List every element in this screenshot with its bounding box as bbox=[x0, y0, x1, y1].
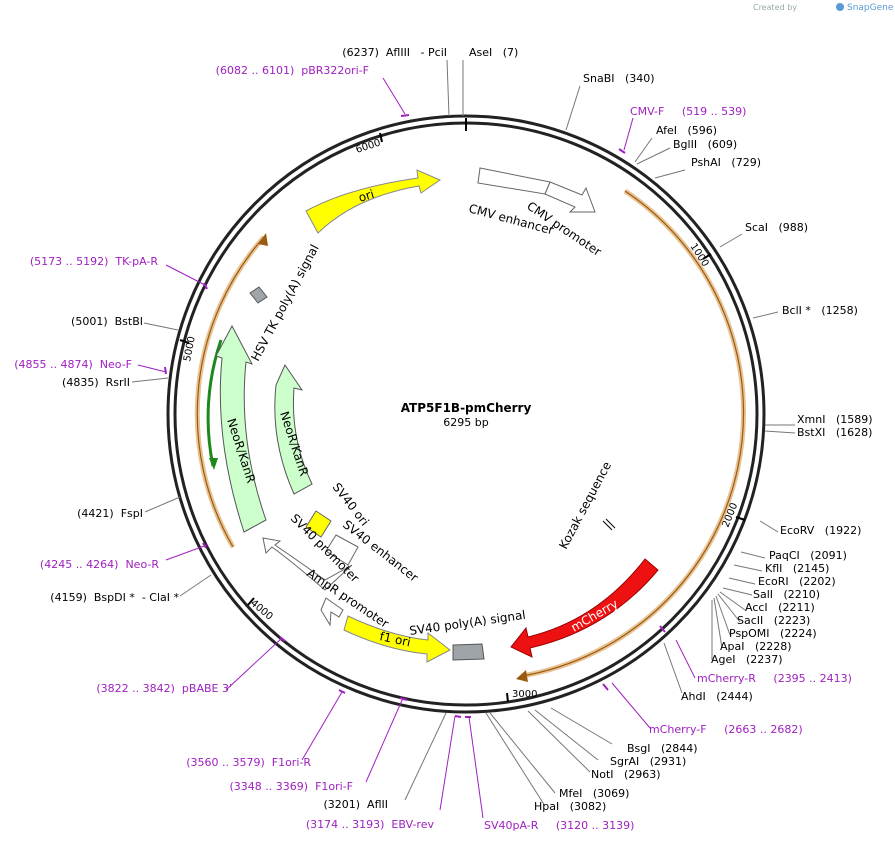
site-paqci[interactable]: PaqCI (2091) bbox=[769, 549, 847, 562]
site-noti[interactable]: NotI (2963) bbox=[591, 768, 661, 781]
feature-kozak-2 bbox=[605, 518, 616, 529]
scale-tick-5000: 5000 bbox=[179, 335, 198, 363]
label-ori: ori bbox=[357, 187, 376, 205]
primer-mcherry-f[interactable]: mCherry-F (2663 .. 2682) bbox=[649, 723, 803, 736]
neo-orf-arrow bbox=[209, 458, 218, 470]
feature-sv40-enhancer[interactable] bbox=[325, 534, 359, 566]
site-kfli[interactable]: KflI (2145) bbox=[765, 562, 829, 575]
site-leaders bbox=[131, 59, 796, 807]
site-pshai[interactable]: PshAI (729) bbox=[691, 156, 761, 169]
primer-f1ori-f[interactable]: (3348 .. 3369) F1ori-F bbox=[230, 780, 353, 793]
watermark-brand: SnapGene bbox=[847, 3, 894, 13]
primer-leaders bbox=[137, 77, 696, 819]
site-sacii[interactable]: SacII (2223) bbox=[737, 614, 810, 627]
site-aseI[interactable]: AseI (7) bbox=[469, 46, 518, 59]
site-fspi[interactable]: (4421) FspI bbox=[77, 507, 143, 520]
snapgene-logo-icon bbox=[836, 3, 844, 11]
feature-neor-kanr-outer[interactable] bbox=[215, 324, 267, 533]
site-bspdi-clai[interactable]: (4159) BspDI * - ClaI * bbox=[50, 591, 179, 604]
label-mcherry: mCherry bbox=[569, 597, 621, 635]
primer-mcherry-r[interactable]: mCherry-R (2395 .. 2413) bbox=[697, 672, 852, 685]
feature-f1-ori[interactable] bbox=[343, 615, 451, 663]
feature-kozak-1 bbox=[602, 520, 613, 531]
site-rsrii[interactable]: (4835) RsrII bbox=[62, 376, 130, 389]
site-aflii[interactable]: (3201) AflII bbox=[323, 798, 388, 811]
svg-text:5000: 5000 bbox=[182, 335, 198, 362]
primer-ebv-rev[interactable]: (3174 .. 3193) EBV-rev bbox=[306, 818, 435, 831]
primer-pbabe-3[interactable]: (3822 .. 3842) pBABE 3' bbox=[96, 682, 232, 695]
orf-arc-left-line bbox=[196, 236, 265, 548]
feature-cmv-promoter[interactable] bbox=[544, 181, 596, 213]
primer-tk-pa-r[interactable]: (5173 .. 5192) TK-pA-R bbox=[30, 255, 159, 268]
scale-tick-3000: 3000 bbox=[506, 689, 537, 703]
site-sgrai[interactable]: SgrAI (2931) bbox=[610, 755, 686, 768]
site-bsgi[interactable]: BsgI (2844) bbox=[627, 742, 698, 755]
plasmid-name: ATP5F1B-pmCherry bbox=[401, 401, 532, 415]
site-hpai[interactable]: HpaI (3082) bbox=[534, 800, 606, 813]
watermark-prefix: Created by bbox=[753, 3, 797, 12]
site-ecorv[interactable]: EcoRV (1922) bbox=[780, 524, 861, 537]
site-mfei[interactable]: MfeI (3069) bbox=[559, 787, 629, 800]
feature-sv40-polya[interactable] bbox=[452, 643, 485, 661]
plasmid-length: 6295 bp bbox=[443, 416, 488, 429]
svg-text:3000: 3000 bbox=[512, 689, 537, 700]
label-hsv-tk-polya: HSV TK poly(A) signal bbox=[248, 242, 321, 363]
site-bstbi[interactable]: (5001) BstBI bbox=[71, 315, 143, 328]
neo-orf-arc bbox=[206, 339, 223, 467]
primer-cmv-f[interactable]: CMV-F (519 .. 539) bbox=[630, 105, 746, 118]
site-ecori[interactable]: EcoRI (2202) bbox=[758, 575, 836, 588]
feature-ampr-promoter[interactable] bbox=[320, 597, 344, 627]
primer-marks bbox=[164, 114, 666, 718]
site-snabi[interactable]: SnaBI (340) bbox=[583, 72, 655, 85]
orf-arc-main-arrow bbox=[516, 670, 528, 682]
feature-neor-kanr-inner[interactable] bbox=[274, 363, 313, 495]
orf-arc-main bbox=[521, 188, 746, 679]
backbone-outer-ring bbox=[166, 114, 766, 714]
primer-f1ori-r[interactable]: (3560 .. 3579) F1ori-R bbox=[186, 756, 311, 769]
svg-text:6000: 6000 bbox=[355, 138, 383, 156]
site-bstxi[interactable]: BstXI (1628) bbox=[797, 426, 872, 439]
site-bglii[interactable]: BglII (609) bbox=[673, 138, 737, 151]
feature-sv40-promoter[interactable] bbox=[262, 537, 353, 591]
site-ahdi[interactable]: AhdI (2444) bbox=[681, 690, 753, 703]
site-afei[interactable]: AfeI (596) bbox=[656, 124, 717, 137]
feature-sv40-ori[interactable] bbox=[305, 510, 332, 538]
orf-arc-main-line bbox=[521, 190, 745, 677]
site-agei[interactable]: AgeI (2237) bbox=[711, 653, 783, 666]
site-scai[interactable]: ScaI (988) bbox=[745, 221, 808, 234]
site-bcli[interactable]: BclI * (1258) bbox=[782, 304, 858, 317]
primer-sv40pa-r[interactable]: SV40pA-R (3120 .. 3139) bbox=[484, 819, 634, 832]
site-xmni[interactable]: XmnI (1589) bbox=[797, 413, 873, 426]
label-f1-ori: f1 ori bbox=[378, 629, 412, 649]
site-aflIII-pciI[interactable]: (6237) AflIII - PciI bbox=[342, 46, 447, 59]
site-acci[interactable]: AccI (2211) bbox=[745, 601, 815, 614]
feature-ori[interactable] bbox=[305, 169, 442, 234]
primer-neo-f[interactable]: (4855 .. 4874) Neo-F bbox=[14, 358, 132, 371]
primer-neo-r[interactable]: (4245 .. 4264) Neo-R bbox=[40, 558, 159, 571]
feature-hsv-tk-polya[interactable] bbox=[249, 286, 268, 304]
feature-cmv-enhancer[interactable] bbox=[477, 167, 551, 195]
orf-arc-left-arrow bbox=[258, 233, 268, 246]
site-sali[interactable]: SalI (2210) bbox=[753, 588, 820, 601]
site-pspomi[interactable]: PspOMI (2224) bbox=[729, 627, 817, 640]
primer-pbr322ori-f[interactable]: (6082 .. 6101) pBR322ori-F bbox=[216, 64, 369, 77]
feature-mcherry[interactable] bbox=[510, 558, 659, 658]
site-apai[interactable]: ApaI (2228) bbox=[720, 640, 792, 653]
label-kozak-sequence: Kozak sequence bbox=[556, 459, 614, 551]
label-sv40-polya: SV40 poly(A) signal bbox=[408, 608, 526, 638]
